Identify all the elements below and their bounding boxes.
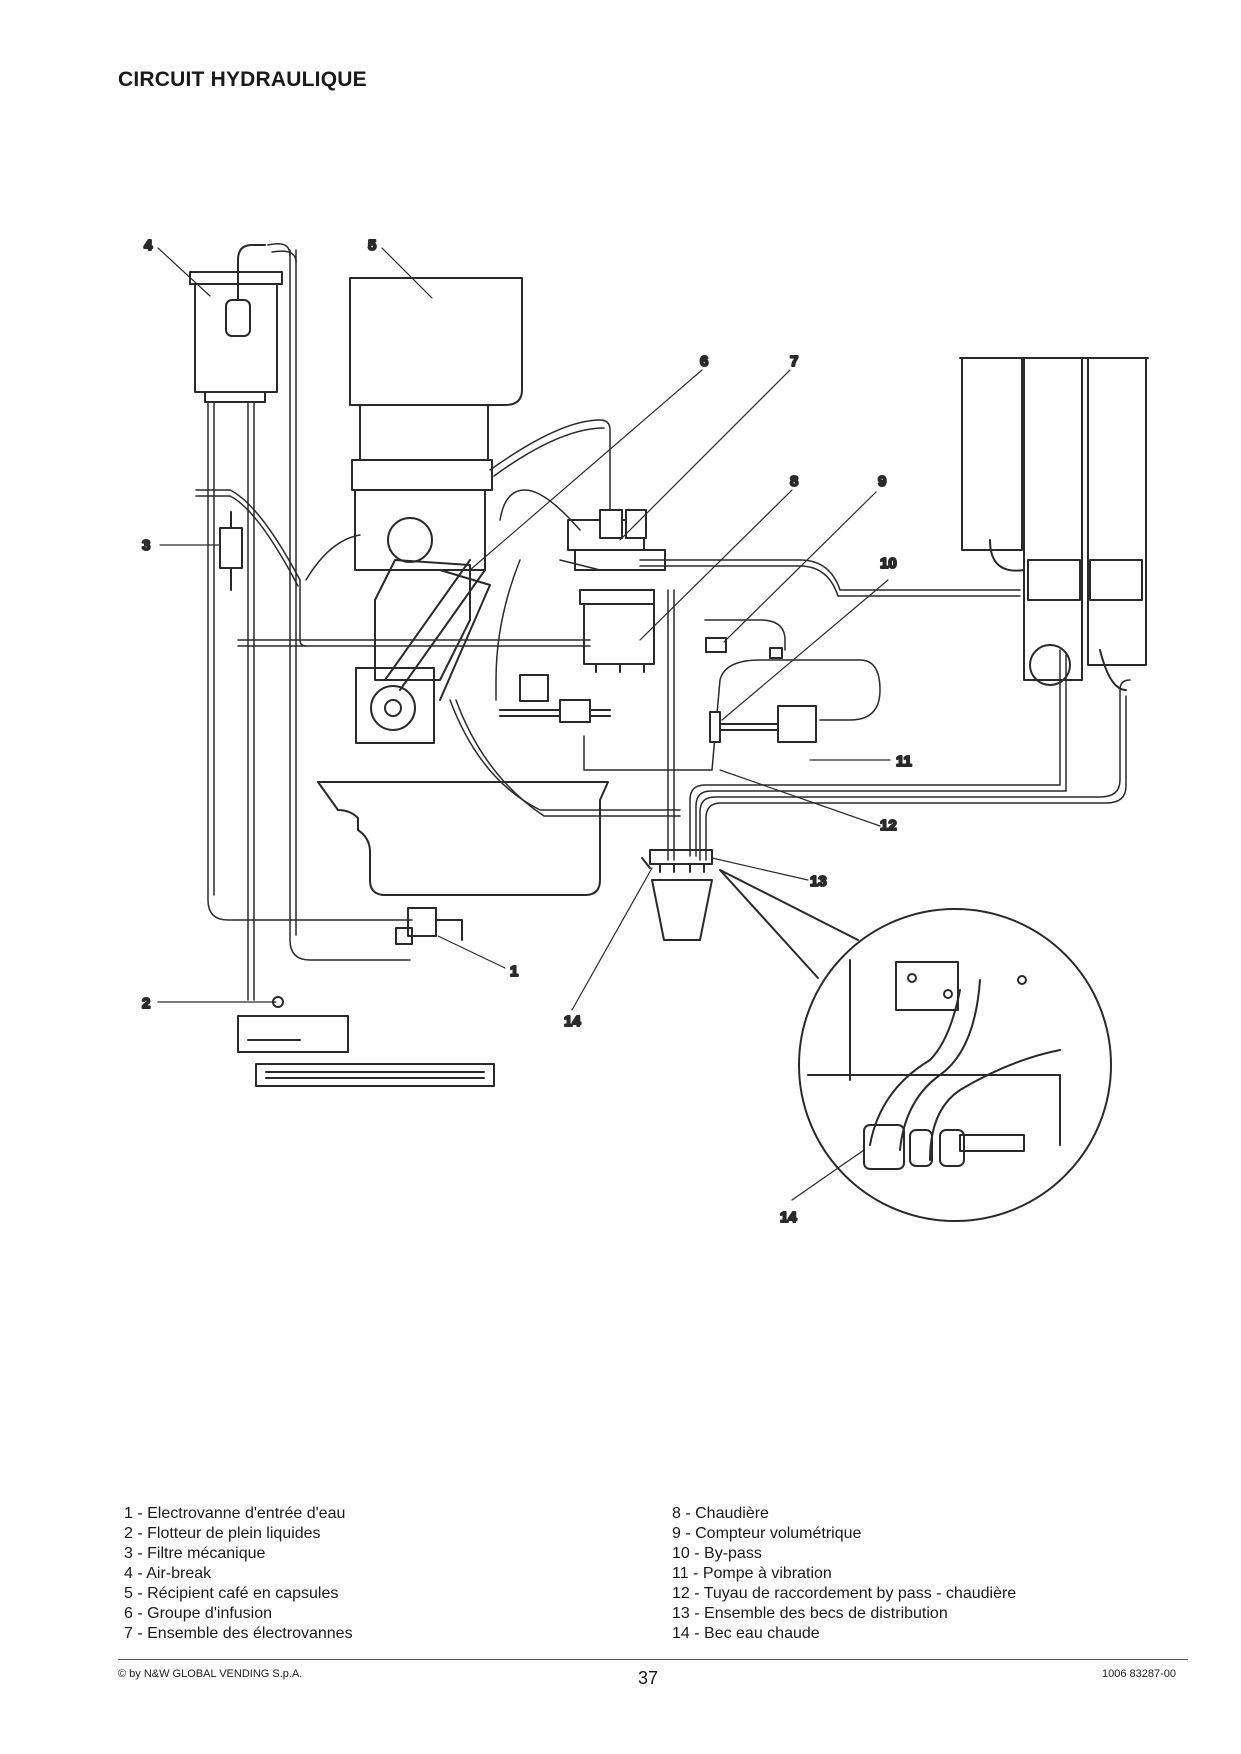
legend-item: 8 - Chaudière [672,1505,769,1522]
vibration-pump [709,705,817,743]
legend-item: 2 - Flotteur de plein liquides [124,1525,321,1542]
mechanical-filter [219,511,243,591]
legend-right-column: 8 - Chaudière 9 - Compteur volumétrique 10… [672,1504,1016,1644]
legend-item: 14 - Bec eau chaude [672,1625,820,1642]
solenoid-valve-assembly [567,509,666,571]
legend-item: 6 - Groupe d'infusion [124,1605,273,1622]
drip-tray [317,781,609,896]
callout-1: 1 [510,963,518,980]
callout-leaders [157,247,891,1201]
legend-item: 12 - Tuyau de raccordement by pass - cha… [672,1585,1017,1602]
footer-doc-code: 1006 83287-00 [1102,1668,1177,1680]
callout-12: 12 [880,817,897,834]
legend-item: 10 - By-pass [672,1545,762,1562]
callout-2: 2 [142,995,150,1012]
page-number: 37 [638,1668,659,1688]
callout-5: 5 [368,237,376,254]
water-inlet-valve [395,907,463,945]
callout-8: 8 [790,473,798,490]
callout-9: 9 [878,473,886,490]
callout-13: 13 [810,873,827,890]
legend-item: 4 - Air-break [124,1565,212,1582]
detail-zoom-circle [719,869,1112,1222]
callout-14-detail: 14 [780,1209,797,1226]
legend-item: 7 - Ensemble des électrovannes [124,1625,353,1642]
capsule-container [349,277,523,491]
page-title: CIRCUIT HYDRAULIQUE [118,68,367,91]
legend-item: 9 - Compteur volumétrique [672,1525,862,1542]
legend-item: 11 - Pompe à vibration [672,1565,832,1582]
callout-7: 7 [790,353,798,370]
lower-valve-group [499,674,611,723]
level-float [237,996,495,1087]
main-pipes [237,419,1131,861]
brewing-group [354,489,491,744]
callout-11: 11 [896,753,912,770]
powder-canisters [959,357,1149,691]
footer-rule [118,1659,1188,1660]
callout-6: 6 [700,353,708,370]
legend-item: 1 - Electrovanne d'entrée d'eau [124,1505,346,1522]
legend-item: 3 - Filtre mécanique [124,1545,266,1562]
legend-left-column: 1 - Electrovanne d'entrée d'eau 2 - Flott… [124,1504,353,1644]
boiler [579,589,655,673]
callout-3: 3 [142,537,150,554]
footer-copyright: © by N&W GLOBAL VENDING S.p.A. [118,1668,303,1680]
volumetric-counter [705,637,783,659]
callout-4: 4 [144,237,153,254]
callout-14: 14 [564,1013,581,1030]
air-break-unit [189,244,283,403]
legend-item: 13 - Ensemble des becs de distribution [672,1605,948,1622]
left-pipes [195,243,413,1001]
legend-item: 5 - Récipient café en capsules [124,1585,339,1602]
callout-10: 10 [880,555,897,572]
distribution-nozzles [641,849,713,941]
